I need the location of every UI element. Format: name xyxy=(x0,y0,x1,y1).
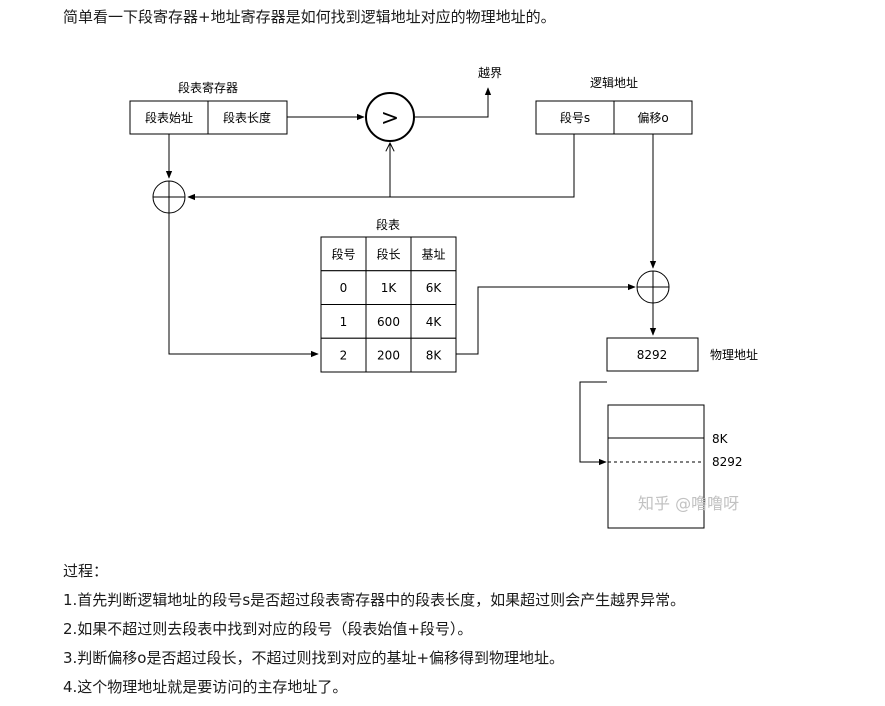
physical-address-value: 8292 xyxy=(637,348,668,362)
compare-symbol: > xyxy=(381,106,399,131)
step-2: 2.如果不超过则去段表中找到对应的段号（段表始值+段号）。 xyxy=(63,620,473,638)
physical-address-box xyxy=(606,337,699,372)
logical-offset-cell xyxy=(613,100,693,135)
seg-table-cell xyxy=(365,270,412,305)
seg-table-seg-no-row-2: 2 xyxy=(340,349,348,363)
seg-to-adder-arrow xyxy=(187,134,575,201)
seg-table-seg-base-row-1: 4K xyxy=(426,315,443,329)
seg-table-header-seg-len: 段长 xyxy=(376,246,400,261)
steps-title: 过程： xyxy=(63,562,109,580)
logical-title: 逻辑地址 xyxy=(590,76,638,90)
seg-table-title: 段表 xyxy=(376,217,400,232)
base-to-adder-arrow xyxy=(456,283,636,355)
seg-table: 段号 段长 基址 0 1K 6K 1 600 4K 2 200 8K xyxy=(320,236,457,373)
seg-reg-length-label: 段表长度 xyxy=(223,110,271,125)
intro-text: 简单看一下段寄存器+地址寄存器是如何找到逻辑地址对应的物理地址的。 xyxy=(63,8,556,26)
memory-mark-8k: 8K xyxy=(712,432,729,446)
seg-table-header-seg-base: 基址 xyxy=(421,247,445,261)
seg-reg-title: 段表寄存器 xyxy=(178,80,238,95)
adder-to-table-arrow xyxy=(168,213,319,358)
overflow-label: 越界 xyxy=(478,66,502,80)
seg-reg-start-label: 段表始址 xyxy=(145,110,193,125)
seg-reg-start-cell xyxy=(129,100,209,135)
seg-table-seg-len-row-0: 1K xyxy=(381,281,398,295)
process-steps: 过程： 1.首先判断逻辑地址的段号s是否超过段表寄存器中的段表长度，如果超过则会… xyxy=(63,557,685,702)
seg-table-cell xyxy=(410,270,457,305)
overflow-arrow xyxy=(414,87,492,118)
logical-seg-label: 段号s xyxy=(560,110,590,125)
step-4: 4.这个物理地址就是要访问的主存地址了。 xyxy=(63,678,348,696)
seg-table-seg-base-row-0: 6K xyxy=(426,281,443,295)
seg-table-seg-no-row-0: 0 xyxy=(340,281,348,295)
logical-offset-label: 偏移o xyxy=(637,110,668,125)
seg-table-header-seg-no: 段号 xyxy=(331,246,355,261)
seg-table-cell xyxy=(365,304,412,339)
seg-table-seg-len-row-2: 200 xyxy=(377,349,400,363)
seg-table-cell xyxy=(320,304,367,339)
seg-table-cell xyxy=(410,304,457,339)
physical-address-label: 物理地址 xyxy=(710,348,758,362)
seg-table-seg-base-row-2: 8K xyxy=(426,349,443,363)
seg-table-seg-no-row-1: 1 xyxy=(340,315,348,329)
step-3: 3.判断偏移o是否超过段长，不超过则找到对应的基址+偏移得到物理地址。 xyxy=(63,649,565,667)
memory-block xyxy=(607,404,705,529)
watermark: 知乎 @噜噜呀 xyxy=(638,494,739,513)
seg-table-cell xyxy=(410,337,457,373)
physical-to-memory-arrow xyxy=(579,381,607,466)
seg-table-cell xyxy=(365,337,412,373)
memory-mark-8292: 8292 xyxy=(712,455,743,469)
seg-table-seg-len-row-1: 600 xyxy=(377,315,400,329)
step-1: 1.首先判断逻辑地址的段号s是否超过段表寄存器中的段表长度，如果超过则会产生越界… xyxy=(63,591,686,609)
